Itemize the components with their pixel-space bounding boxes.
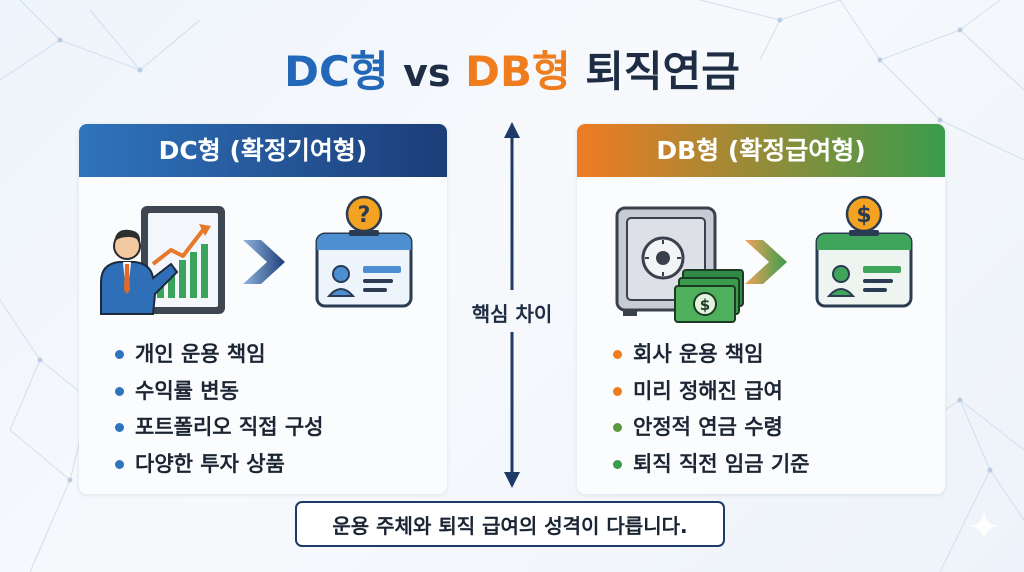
center-label: 핵심 차이 bbox=[471, 302, 553, 326]
cash-icon: $ bbox=[674, 269, 744, 323]
list-item-label: 회사 운용 책임 bbox=[633, 342, 764, 366]
list-item: 안정적 연금 수령 bbox=[611, 409, 810, 446]
presenter-chart-icon bbox=[100, 206, 225, 315]
title-vs: vs bbox=[403, 51, 451, 95]
arrow-right-icon bbox=[745, 240, 787, 284]
list-item: 퇴직 직전 임금 기준 bbox=[611, 446, 810, 483]
bullet-dot bbox=[115, 423, 124, 432]
arrow-right-icon bbox=[243, 240, 285, 284]
bullet-dot bbox=[115, 350, 124, 359]
bullet-dot bbox=[115, 386, 124, 396]
dc-illustration: ? bbox=[100, 195, 413, 315]
list-item: 다양한 투자 상품 bbox=[113, 446, 324, 483]
list-item-label: 개인 운용 책임 bbox=[135, 342, 266, 366]
svg-text:?: ? bbox=[358, 203, 371, 228]
list-item-label: 수익률 변동 bbox=[135, 378, 239, 403]
list-item: 회사 운용 책임 bbox=[611, 336, 810, 373]
list-item: 포트폴리오 직접 구성 bbox=[113, 409, 324, 446]
double-arrow-icon bbox=[504, 122, 520, 488]
id-card-dollar-icon: $ bbox=[815, 195, 913, 308]
list-item: 개인 운용 책임 bbox=[113, 336, 324, 373]
summary-box: 운용 주체와 퇴직 급여의 성격이 다릅니다. bbox=[295, 501, 725, 547]
list-item: 수익률 변동 bbox=[113, 373, 324, 410]
dc-panel: DC형 (확정기여형) bbox=[79, 124, 447, 494]
db-panel-heading: DB형 (확정급여형) bbox=[577, 124, 945, 177]
bullet-dot bbox=[613, 423, 622, 432]
svg-text:$: $ bbox=[856, 203, 871, 228]
list-item-label: 다양한 투자 상품 bbox=[135, 451, 285, 476]
title-pension: 퇴직연금 bbox=[585, 47, 740, 96]
id-card-question-icon: ? bbox=[315, 195, 413, 308]
list-item: 미리 정해진 급여 bbox=[611, 373, 810, 410]
db-panel: DB형 (확정급여형) $ bbox=[577, 124, 945, 494]
sparkle-icon bbox=[970, 512, 998, 540]
bullet-dot bbox=[613, 459, 622, 469]
title-db: DB형 bbox=[465, 47, 571, 96]
list-item-label: 안정적 연금 수령 bbox=[633, 415, 783, 439]
bullet-dot bbox=[115, 459, 124, 469]
dc-feature-list: 개인 운용 책임 수익률 변동 포트폴리오 직접 구성 다양한 투자 상품 bbox=[113, 336, 324, 482]
db-illustration: $ $ bbox=[615, 195, 913, 323]
list-item-label: 포트폴리오 직접 구성 bbox=[135, 415, 324, 439]
page-title: DC형 vs DB형 퇴직연금 bbox=[0, 38, 1024, 99]
dc-panel-heading: DC형 (확정기여형) bbox=[79, 124, 447, 177]
bullet-dot bbox=[613, 350, 622, 359]
svg-text:$: $ bbox=[700, 296, 710, 314]
bullet-dot bbox=[613, 386, 622, 396]
list-item-label: 퇴직 직전 임금 기준 bbox=[633, 451, 810, 476]
title-dc: DC형 bbox=[284, 47, 389, 96]
db-feature-list: 회사 운용 책임 미리 정해진 급여 안정적 연금 수령 퇴직 직전 임금 기준 bbox=[611, 336, 810, 482]
list-item-label: 미리 정해진 급여 bbox=[633, 378, 783, 403]
